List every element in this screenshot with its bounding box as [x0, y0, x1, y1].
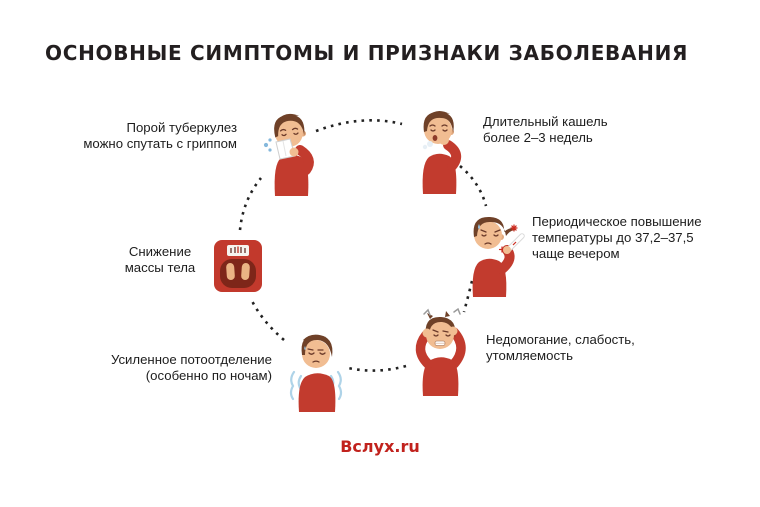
- symptom-figure-periodic-fever: [450, 205, 532, 297]
- label-line: Порой туберкулез: [126, 120, 237, 135]
- sweat-drop-icon: [478, 224, 480, 229]
- label-line: массы тела: [124, 259, 196, 275]
- man-sweating-icon: [289, 334, 343, 412]
- symptom-label-weight-loss: Снижение массы тела: [115, 244, 205, 276]
- symptom-label-periodic-fever: Периодическое повышение температуры до 3…: [532, 214, 742, 262]
- symptom-figure-flu-confusion: [248, 104, 332, 196]
- footprints-icon: [226, 263, 250, 280]
- label-line: (особенно по ночам): [145, 367, 272, 383]
- cough-puff-icon: [422, 141, 433, 150]
- weight-scale-icon: [214, 240, 262, 292]
- man-coughing-icon: [422, 110, 462, 194]
- symptom-figure-weight-loss: [212, 238, 264, 294]
- label-line: можно спутать с гриппом: [83, 135, 237, 151]
- sneeze-droplets-icon: [263, 138, 272, 152]
- label-line: чаще вечером: [532, 245, 620, 261]
- symptom-label-long-cough: Длительный кашель более 2–3 недель: [483, 114, 673, 146]
- distress-marks-icon: [423, 307, 461, 316]
- arc-top: [315, 119, 403, 133]
- arc-upper-right: [459, 165, 488, 207]
- label-line: Длительный кашель: [483, 114, 608, 129]
- label-line: температуры до 37,2–37,5: [532, 229, 694, 245]
- symptom-figure-long-cough: [402, 102, 478, 194]
- symptom-figure-night-sweats: [274, 320, 358, 412]
- label-line: Снижение: [128, 244, 192, 259]
- vslukh-ru-logo: Вслух.ru: [340, 437, 420, 456]
- label-line: Периодическое повышение: [532, 214, 702, 229]
- arc-right: [462, 280, 474, 313]
- page-title: ОСНОВНЫЕ СИМПТОМЫ И ПРИЗНАКИ ЗАБОЛЕВАНИЯ: [45, 41, 689, 66]
- label-line: утомляемость: [486, 347, 573, 363]
- label-line: Недомогание, слабость,: [486, 332, 635, 347]
- symptom-label-night-sweats: Усиленное потоотделение (особенно по ноч…: [102, 352, 272, 384]
- man-sneezing-into-tissue-icon: [263, 113, 314, 196]
- symptom-figure-malaise: [396, 304, 484, 396]
- sweat-drop-icon: [304, 346, 306, 350]
- label-line: более 2–3 недель: [483, 129, 593, 145]
- man-holding-head-icon: [415, 307, 466, 396]
- man-with-thermometer-icon: [472, 216, 525, 297]
- label-line: Усиленное потоотделение: [110, 352, 272, 367]
- symptom-label-flu-confusion: Порой туберкулез можно спутать с гриппом: [67, 120, 237, 152]
- symptom-label-malaise: Недомогание, слабость, утомляемость: [486, 332, 686, 364]
